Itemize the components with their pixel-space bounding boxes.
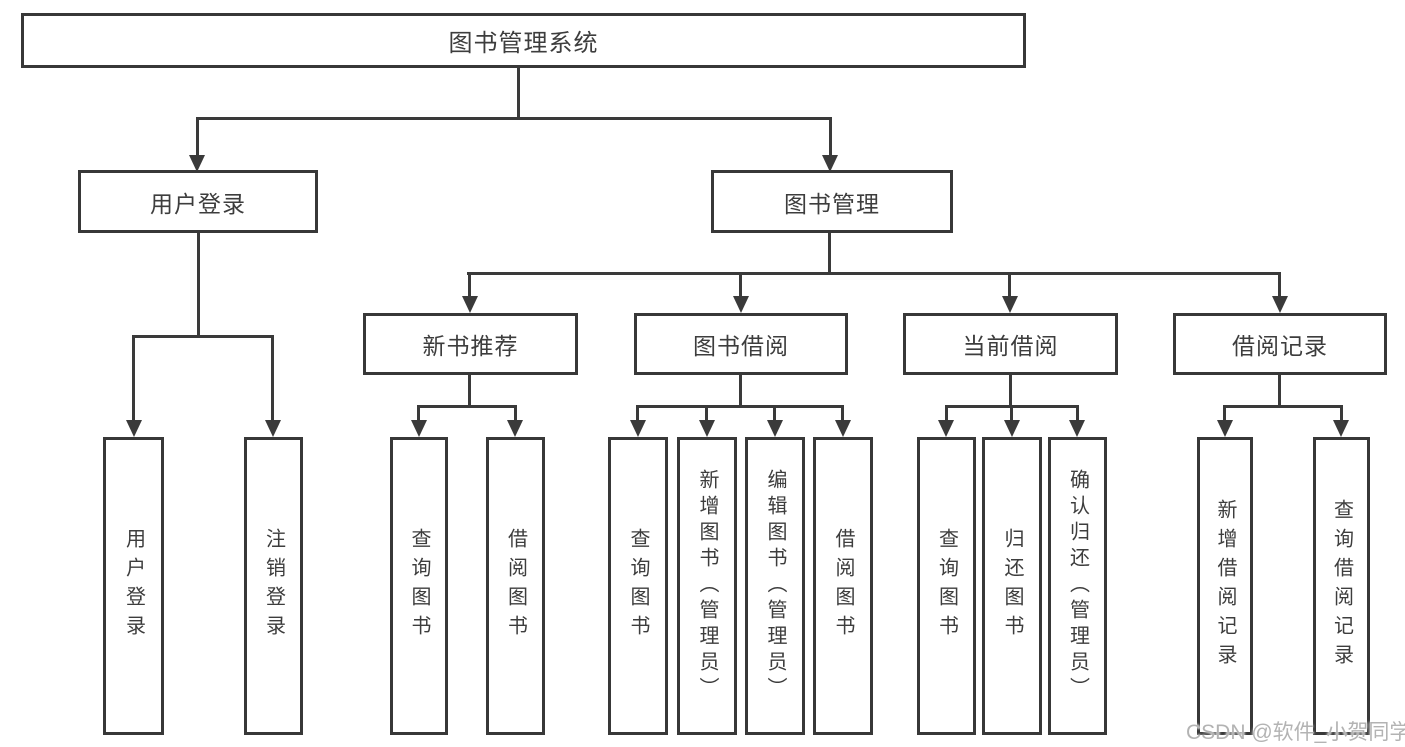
node-leaf-borrow-books-2: 借阅图书	[813, 437, 873, 735]
connector-hline	[196, 117, 832, 120]
node-borrow-records: 借阅记录	[1173, 313, 1387, 375]
node-leaf-query-books-3: 查询图书	[917, 437, 976, 735]
arrowhead-down-icon	[822, 155, 838, 172]
connector-hline	[417, 405, 517, 408]
arrowhead-down-icon	[1217, 420, 1233, 437]
node-leaf-add-book-admin: 新增图书（管理员）	[677, 437, 737, 735]
csdn-watermark: CSDN @软件_小贺同学	[1186, 721, 1405, 744]
connector-vline	[196, 117, 199, 155]
connector-vline	[636, 405, 639, 421]
connector-hline	[1223, 405, 1343, 408]
arrowhead-down-icon	[265, 420, 281, 437]
connector-vline	[828, 231, 831, 274]
connector-vline	[1223, 405, 1226, 421]
connector-vline	[1278, 272, 1281, 296]
node-new-book-recommend: 新书推荐	[363, 313, 578, 375]
arrowhead-down-icon	[1272, 296, 1288, 313]
arrowhead-down-icon	[630, 420, 646, 437]
connector-hline	[636, 405, 844, 408]
node-leaf-user-login: 用户登录	[103, 437, 164, 735]
connector-vline	[468, 373, 471, 408]
node-leaf-logout: 注销登录	[244, 437, 303, 735]
connector-vline	[1340, 405, 1343, 421]
node-current-borrow: 当前借阅	[903, 313, 1118, 375]
arrowhead-down-icon	[767, 420, 783, 437]
connector-vline	[739, 373, 742, 408]
arrowhead-down-icon	[507, 420, 523, 437]
connector-vline	[1009, 373, 1012, 408]
connector-vline	[1278, 373, 1281, 408]
node-book-borrow: 图书借阅	[634, 313, 848, 375]
connector-vline	[945, 405, 948, 421]
arrowhead-down-icon	[462, 296, 478, 313]
node-leaf-return-book: 归还图书	[982, 437, 1042, 735]
connector-hline	[132, 335, 274, 338]
node-root-library-management-system: 图书管理系统	[21, 13, 1026, 68]
node-book-management: 图书管理	[711, 170, 953, 233]
node-leaf-confirm-return-admin: 确认归还（管理员）	[1048, 437, 1107, 735]
arrowhead-down-icon	[1002, 296, 1018, 313]
connector-vline	[773, 405, 776, 421]
arrowhead-down-icon	[1333, 420, 1349, 437]
node-leaf-query-books-1: 查询图书	[390, 437, 448, 735]
node-leaf-edit-book-admin: 编辑图书（管理员）	[745, 437, 805, 735]
arrowhead-down-icon	[126, 420, 142, 437]
connector-vline	[417, 405, 420, 421]
connector-vline	[271, 335, 274, 420]
connector-vline	[517, 66, 520, 119]
arrowhead-down-icon	[189, 155, 205, 172]
connector-vline	[1076, 405, 1079, 421]
connector-vline	[1008, 272, 1011, 296]
connector-vline	[197, 231, 200, 337]
connector-vline	[1010, 405, 1013, 421]
arrowhead-down-icon	[1069, 420, 1085, 437]
arrowhead-down-icon	[733, 296, 749, 313]
connector-vline	[468, 272, 471, 296]
connector-vline	[705, 405, 708, 421]
node-leaf-query-borrow-record: 查询借阅记录	[1313, 437, 1370, 735]
connector-vline	[739, 272, 742, 296]
node-leaf-add-borrow-record: 新增借阅记录	[1197, 437, 1253, 735]
connector-vline	[829, 117, 832, 155]
connector-vline	[514, 405, 517, 421]
node-leaf-query-books-2: 查询图书	[608, 437, 668, 735]
connector-vline	[132, 335, 135, 420]
arrowhead-down-icon	[699, 420, 715, 437]
arrowhead-down-icon	[835, 420, 851, 437]
connector-vline	[841, 405, 844, 421]
connector-hline	[467, 272, 1281, 275]
node-leaf-borrow-books-1: 借阅图书	[486, 437, 545, 735]
arrowhead-down-icon	[411, 420, 427, 437]
arrowhead-down-icon	[1004, 420, 1020, 437]
arrowhead-down-icon	[938, 420, 954, 437]
node-user-login: 用户登录	[78, 170, 318, 233]
